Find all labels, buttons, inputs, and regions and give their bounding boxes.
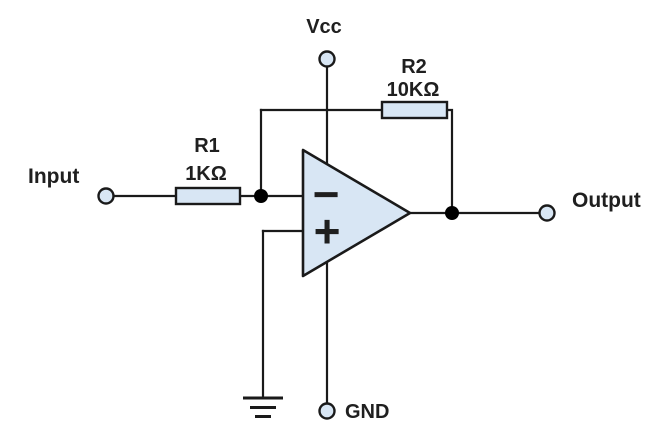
resistor-r2-value-label: 10KΩ: [387, 79, 440, 101]
wires: [111, 64, 542, 406]
resistor-r2: R2 10KΩ: [380, 56, 449, 120]
output-node-junction-dot: [445, 206, 459, 220]
earth-ground-symbol: [243, 396, 283, 418]
resistor-r1: R1 1KΩ: [174, 135, 242, 206]
inverting-node-junction-dot: [254, 189, 268, 203]
gnd-terminal: [318, 402, 336, 420]
input-terminal: [97, 187, 115, 205]
resistor-r2-name-label: R2: [401, 56, 427, 78]
opamp-noninverting-input-symbol: +: [314, 205, 341, 257]
vcc-label: Vcc: [306, 16, 342, 38]
resistor-r1-name-label: R1: [194, 135, 220, 157]
output-label: Output: [572, 189, 641, 212]
opamp-triangle: [301, 148, 412, 278]
output-terminal: [538, 204, 556, 222]
opamp: − +: [301, 148, 412, 278]
gnd-label: GND: [345, 401, 389, 423]
opamp-inverting-input-symbol: −: [313, 168, 340, 220]
input-label: Input: [28, 165, 79, 188]
resistor-r1-body: [174, 186, 242, 206]
r2-to-output-wire: [445, 108, 454, 215]
vcc-terminal: [318, 50, 336, 68]
resistor-r1-value-label: 1KΩ: [185, 163, 227, 185]
resistor-r2-body: [380, 100, 449, 120]
